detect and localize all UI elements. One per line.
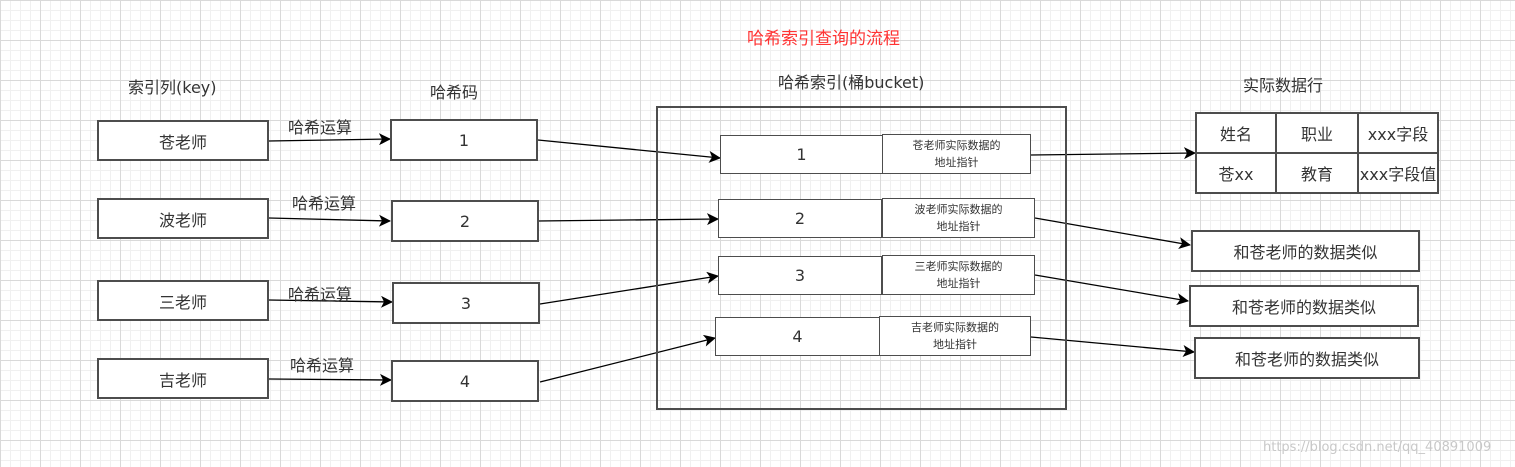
bucket-code-3: 3 xyxy=(718,256,882,295)
data-table-cell-name: 苍xx xyxy=(1195,152,1277,194)
bucket-pointer-1-line2: 地址指针 xyxy=(934,156,979,169)
bucket-pointer-3-line1: 三老师实际数据的 xyxy=(914,260,1003,273)
watermark: https://blog.csdn.net/qq_40891009 xyxy=(1263,440,1492,455)
data-rows-header: 实际数据行 xyxy=(1243,76,1324,95)
hash-op-label-3: 哈希运算 xyxy=(288,285,353,304)
bucket-pointer-1-line1: 苍老师实际数据的 xyxy=(912,139,1001,152)
key-box-1: 苍老师 xyxy=(97,120,269,161)
similar-data-row-1: 和苍老师的数据类似 xyxy=(1191,230,1420,272)
bucket-pointer-4-line2: 地址指针 xyxy=(933,338,977,351)
bucket-pointer-2-line1: 波老师实际数据的 xyxy=(914,203,1003,216)
bucket-pointer-4: 吉老师实际数据的地址指针 xyxy=(879,316,1031,356)
bucket-pointer-2: 波老师实际数据的地址指针 xyxy=(882,198,1035,238)
diagram-title: 哈希索引查询的流程 xyxy=(747,29,900,49)
bucket-pointer-3: 三老师实际数据的地址指针 xyxy=(882,255,1035,295)
hash-bucket-container xyxy=(656,106,1067,410)
bucket-code-4: 4 xyxy=(715,317,880,356)
data-table-cell-field: xxx字段值 xyxy=(1357,152,1439,194)
hash-code-box-3: 3 xyxy=(392,282,540,324)
bucket-code-1: 1 xyxy=(720,135,883,174)
data-table-header-job: 职业 xyxy=(1275,112,1359,154)
bucket-pointer-1: 苍老师实际数据的地址指针 xyxy=(882,134,1031,174)
similar-data-row-3: 和苍老师的数据类似 xyxy=(1194,337,1420,379)
data-table-header-name: 姓名 xyxy=(1195,112,1277,154)
data-table-header-field: xxx字段 xyxy=(1357,112,1439,154)
hash-index-header: 哈希索引(桶bucket) xyxy=(778,73,925,92)
key-box-3: 三老师 xyxy=(97,280,269,321)
hash-op-label-4: 哈希运算 xyxy=(290,356,355,375)
hash-code-box-2: 2 xyxy=(391,200,539,242)
data-table-cell-job: 教育 xyxy=(1275,152,1359,194)
hash-code-box-1: 1 xyxy=(390,119,538,161)
similar-data-row-2: 和苍老师的数据类似 xyxy=(1189,285,1419,327)
index-column-header: 索引列(key) xyxy=(128,78,217,97)
bucket-pointer-2-line2: 地址指针 xyxy=(936,220,981,233)
hash-code-box-4: 4 xyxy=(391,360,539,402)
bucket-pointer-3-line2: 地址指针 xyxy=(936,277,981,290)
hash-op-label-2: 哈希运算 xyxy=(292,194,357,213)
key-box-2: 波老师 xyxy=(97,198,269,239)
hash-op-label-1: 哈希运算 xyxy=(288,118,353,137)
hash-code-header: 哈希码 xyxy=(430,83,479,102)
bucket-pointer-4-line1: 吉老师实际数据的 xyxy=(911,321,999,334)
bucket-code-2: 2 xyxy=(718,199,882,238)
key-box-4: 吉老师 xyxy=(97,358,269,399)
